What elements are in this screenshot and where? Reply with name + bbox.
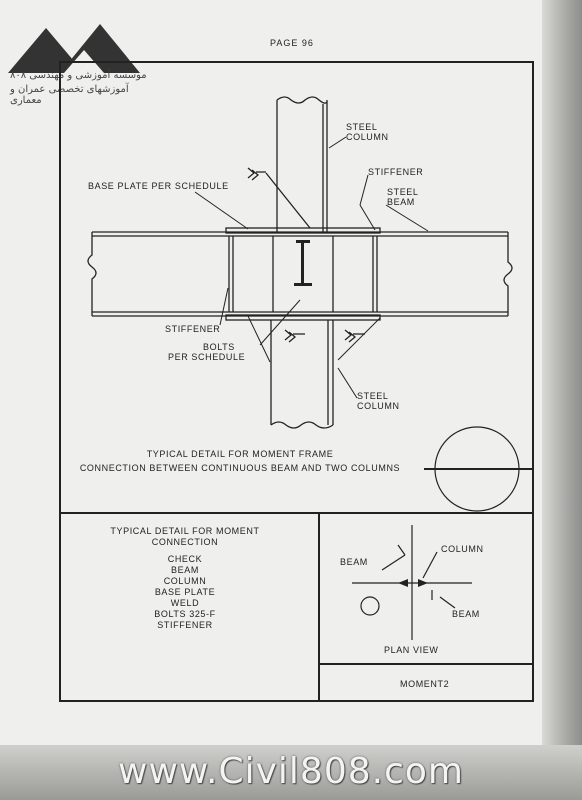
label-steel-column-top-1: STEEL: [346, 122, 378, 132]
plan-view-diagram: [352, 525, 472, 640]
logo-text-line1: موسسه آموزشی و مهندسی ۸۰۸: [10, 70, 147, 81]
leader-steel-beam: [385, 204, 429, 232]
caption-line-1: TYPICAL DETAIL FOR MOMENT FRAME: [146, 449, 334, 459]
label-bolts-2: PER SCHEDULE: [168, 352, 246, 362]
title-block-divider: [318, 512, 320, 702]
weld-symbol-bottom-right: [344, 329, 365, 343]
page-edge-shadow: [542, 0, 582, 800]
title-heading-line-2: CONNECTION: [151, 537, 219, 547]
label-steel-column-bottom-1: STEEL: [357, 391, 389, 401]
watermark-site: www.Civil808.com: [118, 751, 464, 792]
plan-arrow-left-icon: [398, 579, 408, 587]
label-steel-column-bottom-2: COLUMN: [357, 401, 400, 411]
title-item: BEAM: [171, 565, 199, 575]
plan-arrow-right-icon: [418, 579, 428, 587]
weld-symbol-bottom-left: [284, 329, 305, 343]
title-heading-line-1: TYPICAL DETAIL FOR MOMENT: [110, 526, 260, 536]
plan-label-column: COLUMN: [441, 544, 484, 554]
title-item: BOLTS 325-F: [154, 609, 216, 619]
title-item: BASE PLATE: [154, 587, 216, 597]
page-number: PAGE 96: [270, 38, 314, 48]
label-bolts-1: BOLTS: [203, 342, 235, 352]
plan-view-title: PLAN VIEW: [384, 645, 439, 655]
leader-stiffener-left: [219, 287, 229, 326]
title-item: CHECK: [167, 554, 203, 564]
title-item: COLUMN: [163, 576, 207, 586]
bottom-base-plate: [225, 314, 381, 321]
beam-left-break: [87, 232, 97, 316]
leader-stiffener-top: [359, 174, 369, 206]
label-steel-beam-2: BEAM: [387, 197, 415, 207]
leader-base-plate: [194, 191, 249, 230]
plan-label-beam-left: BEAM: [340, 557, 368, 567]
column-bottom-break: [270, 421, 334, 429]
label-base-plate: BASE PLATE PER SCHEDULE: [88, 181, 229, 191]
drawing-frame: [59, 61, 534, 702]
title-block-top-rule: [59, 512, 534, 514]
weld-symbol-top: [247, 167, 266, 181]
title-block-items: CHECK BEAM COLUMN BASE PLATE WELD BOLTS …: [80, 554, 290, 631]
top-base-plate: [225, 227, 381, 234]
title-block-heading: TYPICAL DETAIL FOR MOMENT CONNECTION: [80, 526, 290, 548]
watermark-band: [0, 745, 582, 800]
section-circle-icon: [424, 426, 534, 512]
label-steel-beam-1: STEEL: [387, 187, 419, 197]
column-section-icon: [294, 240, 312, 286]
label-steel-column-top-2: COLUMN: [346, 132, 389, 142]
beam-right-break: [503, 232, 513, 316]
title-item: STIFFENER: [157, 620, 213, 630]
logo-text-line2: آموزشهای تخصصی عمران و معماری: [10, 84, 129, 106]
drawing-caption: TYPICAL DETAIL FOR MOMENT FRAME CONNECTI…: [60, 447, 420, 475]
name-cell-rule: [318, 663, 534, 665]
leader-steel-column-bottom: [337, 367, 358, 399]
label-stiffener-left: STIFFENER: [165, 324, 221, 334]
caption-line-2: CONNECTION BETWEEN CONTINUOUS BEAM AND T…: [79, 463, 401, 473]
leader-steel-column-top: [328, 136, 347, 149]
drawing-name: MOMENT2: [400, 679, 450, 689]
plan-label-beam-right: BEAM: [452, 609, 480, 619]
column-top-break: [276, 96, 328, 104]
leader-bolts: [259, 299, 301, 346]
label-stiffener-top: STIFFENER: [368, 167, 424, 177]
title-item: WELD: [170, 598, 200, 608]
